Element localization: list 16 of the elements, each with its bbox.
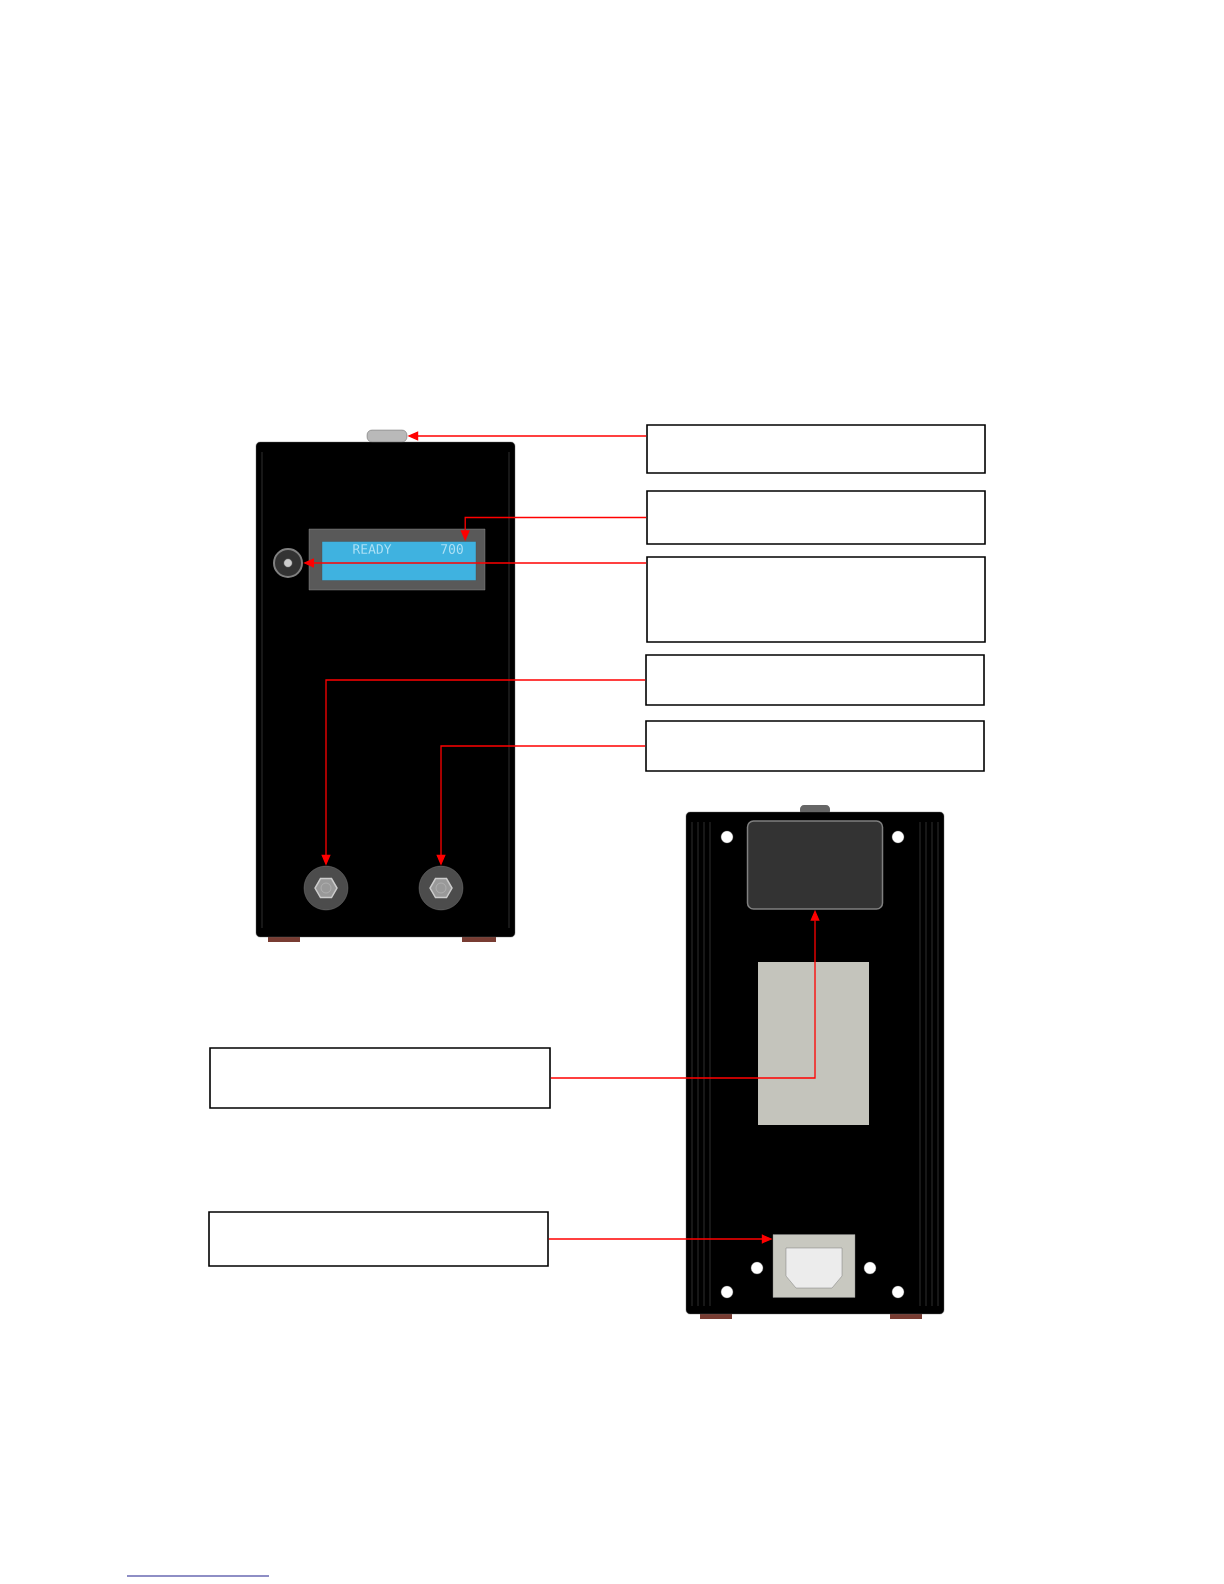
callout-box: [646, 424, 986, 474]
callout-box: [646, 490, 986, 545]
callout-box: [645, 654, 985, 706]
display-text: 700: [441, 544, 463, 554]
lcd-screen: [321, 541, 477, 581]
output-connector: [418, 865, 464, 911]
output-connector: [303, 865, 349, 911]
top-knob: [366, 429, 408, 443]
power-socket: [772, 1234, 856, 1298]
power-button: [273, 548, 303, 578]
callout-box: [646, 556, 986, 643]
callout-box: [208, 1211, 549, 1267]
handle-recess: [746, 820, 884, 910]
callout-box: [209, 1047, 551, 1109]
display-text: READY: [353, 544, 392, 554]
callout-box: [645, 720, 985, 772]
